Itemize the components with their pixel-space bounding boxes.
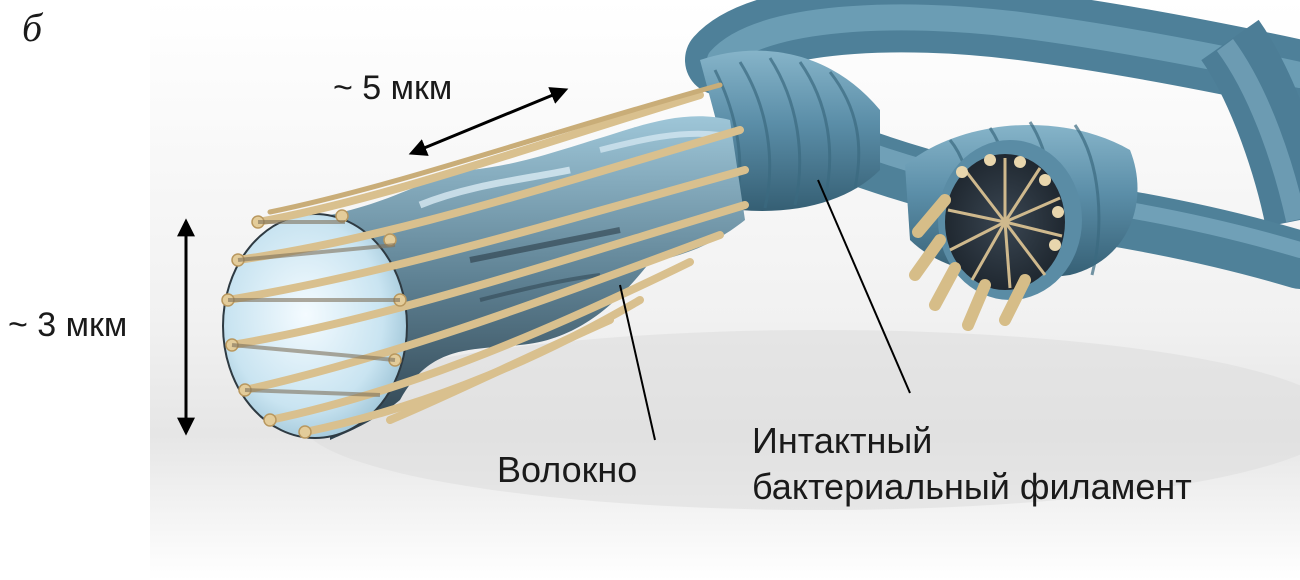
filament-label: Интактный бактериальный филамент xyxy=(752,418,1192,509)
length-label: ~ 5 мкм xyxy=(333,70,452,107)
panel-letter: б xyxy=(22,6,42,50)
diameter-label: ~ 3 мкм xyxy=(8,307,127,344)
filament-label-line1: Интактный xyxy=(752,418,1192,464)
fiber-label: Волокно xyxy=(497,450,637,490)
filament-label-line2: бактериальный филамент xyxy=(752,464,1192,510)
